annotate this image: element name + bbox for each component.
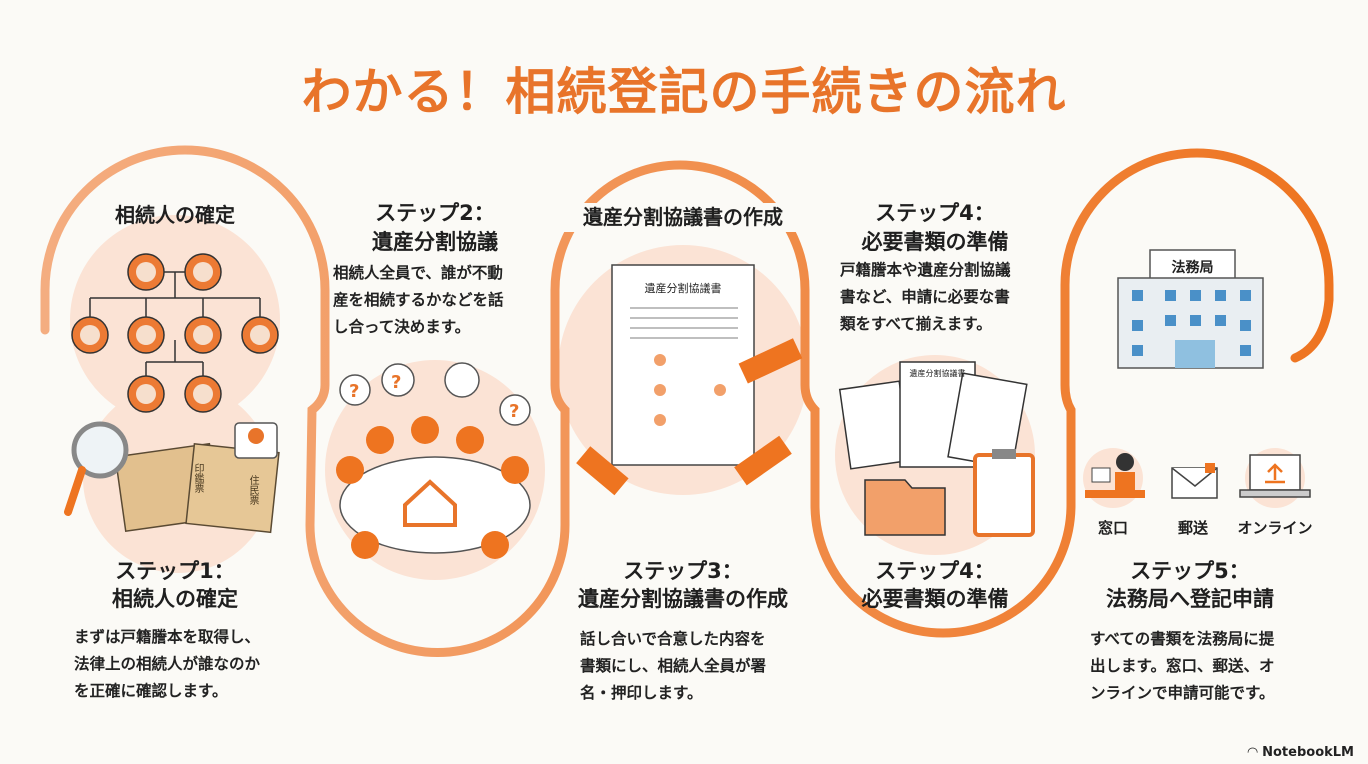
method-online: オンライン	[1237, 519, 1313, 537]
online-laptop-icon	[1239, 454, 1311, 498]
method-mail: 郵送	[1177, 519, 1208, 537]
step3-top-label: 遺産分割協議書の作成	[563, 203, 803, 232]
step2-heading-line2: 遺産分割協議	[372, 230, 498, 254]
svg-text:?: ?	[349, 381, 359, 402]
step4-description: 戸籍謄本や遺産分割協議 書など、申請に必要な書 類をすべて揃えます。	[840, 261, 1011, 333]
doc-label-seal: 印鑑票	[192, 463, 203, 493]
documents-magnifier-illustration	[64, 421, 280, 534]
step5-heading-line1: ステップ5：	[1130, 559, 1250, 583]
mail-icon	[1171, 463, 1218, 499]
family-tree-illustration	[71, 253, 279, 413]
notebooklm-watermark: ◠ NotebookLM	[1247, 745, 1354, 760]
step1-description: まずは戸籍謄本を取得し、 法律上の相続人が誰なのか を正確に確認します。	[74, 628, 261, 700]
step2-heading-line1: ステップ2：	[375, 201, 495, 225]
step5-description: すべての書類を法務局に提 出します。窓口、郵送、オ ンラインで申請可能です。	[1090, 630, 1275, 702]
step3-description: 話し合いで合意した内容を 書類にし、相続人全員が署 名・押印します。	[580, 630, 767, 702]
step4-heading-line1: ステップ4：	[875, 201, 995, 225]
page-title: わかる！相続登記の手続きの流れ	[301, 63, 1067, 121]
meeting-table-illustration: ???	[336, 362, 531, 559]
counter-icon	[1085, 453, 1145, 498]
step4-bottom-line2: 必要書類の準備	[861, 587, 1009, 611]
step4-bottom-line1: ステップ4：	[875, 559, 995, 583]
step4-heading-line2: 必要書類の準備	[861, 230, 1009, 254]
doc-label-resident: 住民票	[247, 475, 258, 505]
notebooklm-logo-icon: ◠	[1247, 745, 1263, 760]
step3-heading-line2: 遺産分割協議書の作成	[578, 587, 788, 611]
legal-bureau-building-illustration	[1117, 249, 1264, 369]
stack-doc-title: 遺産分割協議書	[909, 369, 966, 378]
step5-heading-line2: 法務局へ登記申請	[1106, 587, 1274, 611]
serpentine-flow-line	[40, 145, 1334, 657]
step2-description: 相続人全員で、誰が不動 産を相続するかなどを話 し合って決めます。	[333, 264, 504, 336]
step1-heading-line2: 相続人の確定	[112, 587, 238, 611]
building-label: 法務局	[1171, 260, 1214, 276]
step1-top-label: 相続人の確定	[115, 203, 235, 227]
agreement-doc-title: 遺産分割協議書	[644, 282, 722, 295]
svg-text:?: ?	[391, 372, 401, 393]
step3-heading-line1: ステップ3：	[623, 559, 743, 583]
agreement-document-illustration	[576, 264, 803, 496]
step1-heading-line1: ステップ1：	[115, 559, 235, 583]
method-counter: 窓口	[1097, 519, 1128, 537]
document-stack-illustration	[838, 361, 1035, 537]
svg-text:?: ?	[509, 401, 519, 422]
